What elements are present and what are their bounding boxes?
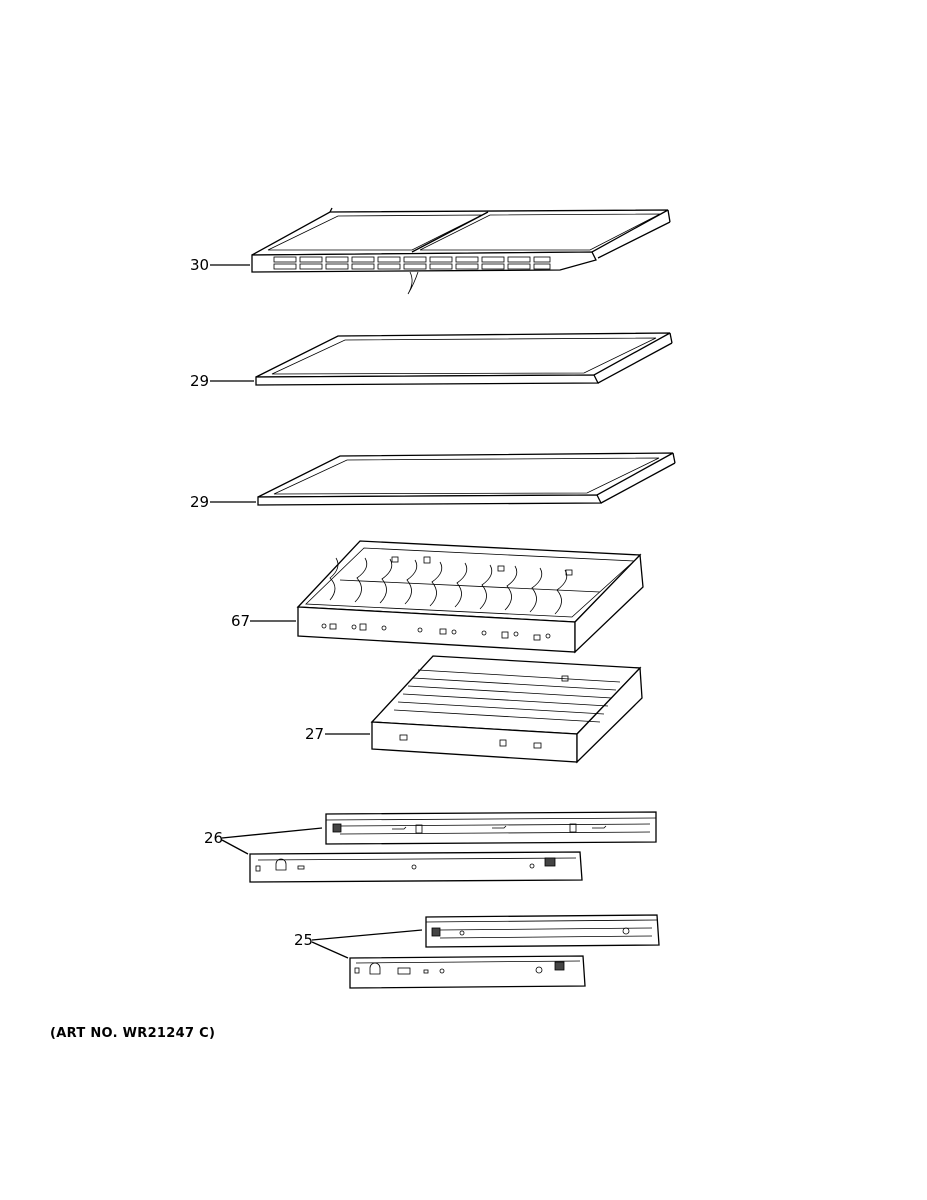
part-30-split-shelf (251, 207, 671, 295)
callout-26: 26 (204, 829, 223, 847)
leader-line-25b (311, 941, 349, 959)
callout-29-lower: 29 (190, 493, 209, 511)
callout-27: 27 (305, 725, 324, 743)
part-29-glass-shelf-upper (255, 332, 673, 386)
callout-67: 67 (231, 612, 250, 630)
leader-line-26b (221, 839, 249, 855)
leader-line-26a (221, 827, 323, 839)
part-25-slide-rail-inner (425, 914, 660, 948)
callout-30: 30 (190, 256, 209, 274)
leader-line-25a (311, 929, 423, 941)
part-25-slide-rail-outer (349, 955, 586, 989)
part-26-slide-rail-inner (325, 811, 657, 845)
art-number-label: (ART NO. WR21247 C) (50, 1026, 216, 1041)
callout-29-upper: 29 (190, 372, 209, 390)
part-67-wine-rack-drawer (296, 540, 644, 654)
part-26-slide-rail-outer (249, 851, 583, 883)
callout-25: 25 (294, 931, 313, 949)
part-27-slatted-drawer (370, 655, 643, 764)
part-29-glass-shelf-lower (257, 452, 676, 506)
